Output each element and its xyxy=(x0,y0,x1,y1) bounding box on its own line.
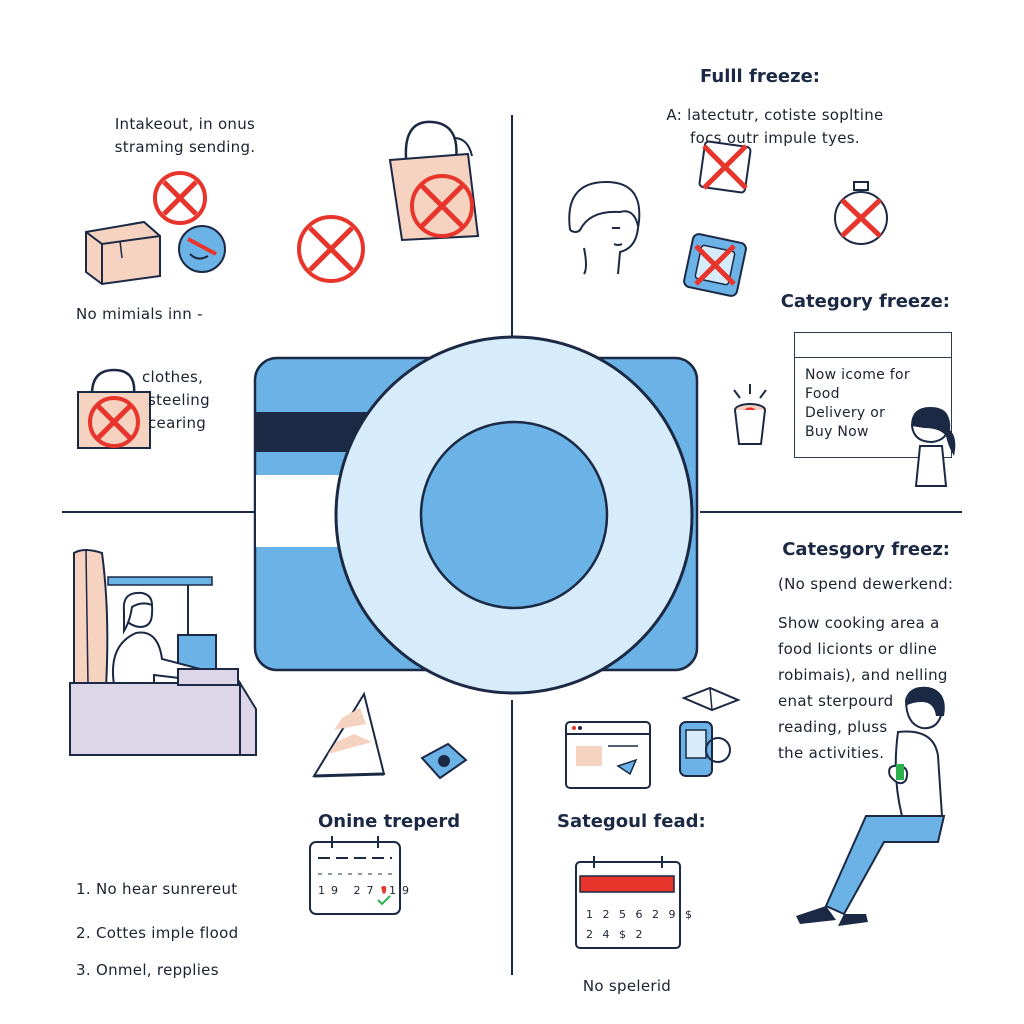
footer-label: No spelerid xyxy=(582,977,672,995)
stopwatch-cross-icon xyxy=(834,181,888,245)
shopping-bag-cross-icon xyxy=(388,120,480,242)
full-freeze-subtitle: A: latectutr, cotiste sopltine focs outr… xyxy=(620,104,930,150)
browser-window-icon xyxy=(565,721,651,789)
package-box-icon xyxy=(85,220,161,286)
list-line-3: cearing xyxy=(148,414,207,432)
list-line-2: steeling xyxy=(148,391,210,409)
calendar-dates-row-2: 2 4 $ 2 xyxy=(586,928,646,941)
body-line-5: reading, pluss xyxy=(778,718,888,736)
intro-line-1: Intakeout, in onus xyxy=(114,115,256,133)
body-line-2: food licionts or dline xyxy=(778,640,938,658)
body-line-3: robimais), and nelling xyxy=(778,666,948,684)
person-at-desk-illustration xyxy=(69,549,257,756)
subtitle-line-1: A: latectutr, cotiste sopltine xyxy=(666,106,884,124)
top-left-list: clothes, steeling cearing xyxy=(142,366,252,435)
online-spend-title: Onine treperd xyxy=(318,811,461,832)
calendar-title: Sategoul fead: xyxy=(557,811,706,832)
no-spend-subtitle: (No spend dewerkend: xyxy=(778,575,954,593)
card-line-3: Delivery or xyxy=(805,405,886,421)
cross-icon xyxy=(153,171,207,225)
calendar-icon xyxy=(575,856,681,949)
card-body: Now icome for Food Delivery or Buy Now xyxy=(795,358,951,442)
folded-note-icon xyxy=(681,686,741,712)
phone-device-icon xyxy=(679,721,731,777)
top-left-intro: Intakeout, in onus straming sending. xyxy=(90,113,280,159)
cup-icon xyxy=(733,384,767,445)
card-line-1: Now icome for xyxy=(805,367,910,383)
card-line-2: Food xyxy=(805,386,840,402)
category-freeze-title-2: Catesgory freez: xyxy=(782,539,950,560)
calendar-dates-row-1: 1 2 5 6 2 9 $ xyxy=(586,908,695,921)
list-item: 2. Cottes imple flood xyxy=(76,924,239,942)
seated-person-illustration xyxy=(796,686,946,926)
cross-icon xyxy=(297,215,365,283)
calendar-icon xyxy=(309,836,401,915)
central-card-icon xyxy=(253,335,699,695)
body-line-4: enat sterpourd xyxy=(778,692,894,710)
list-line-1: clothes, xyxy=(142,368,204,386)
cross-square-icon xyxy=(698,140,752,194)
delivery-notice-card: Now icome for Food Delivery or Buy Now xyxy=(794,332,952,458)
traffic-cone-icon xyxy=(312,691,386,778)
body-line-1: Show cooking area a xyxy=(778,614,940,632)
girl-figure-icon xyxy=(910,406,956,487)
list-item: 1. No hear sunrereut xyxy=(76,880,238,898)
blue-gadget-icon xyxy=(420,742,468,780)
full-freeze-title: Fulll freeze: xyxy=(700,66,820,87)
blue-tile-cross-icon xyxy=(683,233,747,297)
intro-line-2: straming sending. xyxy=(114,138,256,156)
body-line-6: the activities. xyxy=(778,744,885,762)
card-line-4: Buy Now xyxy=(805,424,869,440)
calendar-dates: 19 27 19 xyxy=(318,884,415,897)
card-header-bar xyxy=(795,333,951,358)
shopping-bag-cross-icon xyxy=(77,368,151,449)
category-freeze-body: Show cooking area a food licionts or dli… xyxy=(778,610,978,766)
list-item: 3. Onmel, repplies xyxy=(76,961,219,979)
blue-no-sign-icon xyxy=(178,225,226,273)
subtitle-line-2: focs outr impule tyes. xyxy=(690,129,860,147)
category-freeze-title: Category freeze: xyxy=(780,291,950,312)
person-head-icon xyxy=(568,180,641,275)
top-left-mid-label: No mimials inn - xyxy=(76,305,203,323)
